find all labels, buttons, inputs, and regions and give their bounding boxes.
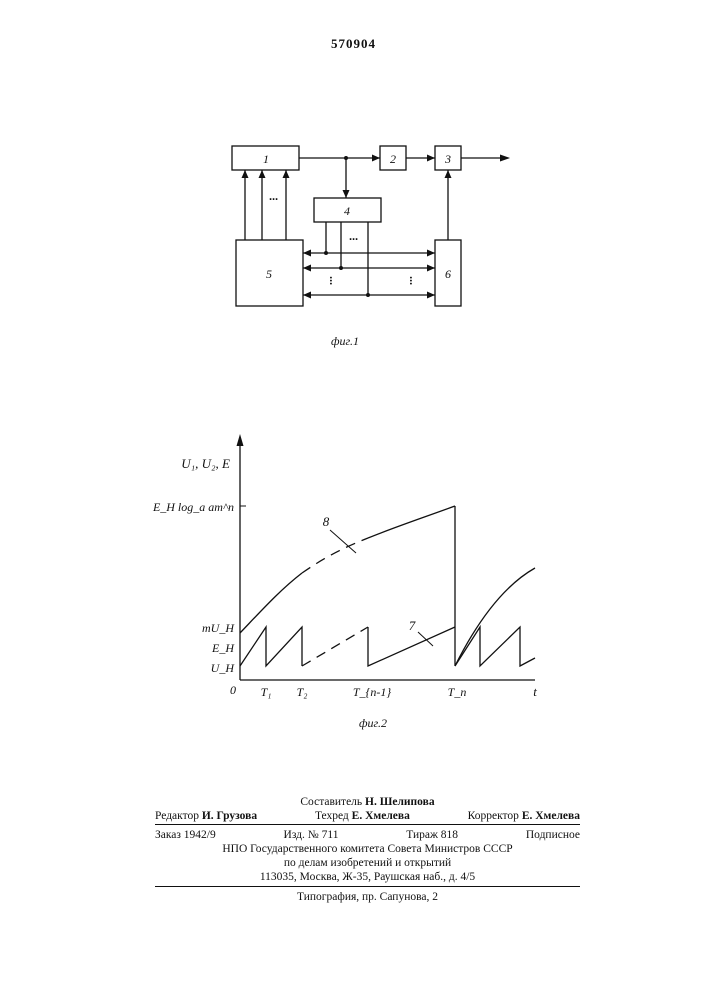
org-line-2: по делам изобретений и открытий [155, 856, 580, 870]
figure-1-caption: фиг.1 [331, 334, 359, 348]
figure-1-block-diagram: 1 2 3 4 5 6 ... ... ... ... фиг.1 [0, 0, 707, 360]
curve-7-label: 7 [409, 618, 416, 633]
x-tick-Tn: T_n [448, 685, 467, 699]
issue-number: Изд. № 711 [284, 828, 339, 842]
editor-label: Редактор [155, 810, 199, 822]
ellipsis-4-outputs: ... [350, 229, 359, 243]
curve-7-dashed [302, 627, 368, 666]
y-tick-Uh: U_H [211, 661, 236, 675]
compiler-line: Составитель Н. Шелипова [155, 795, 580, 809]
figure-2-plot: U₁, U₂, E E_H log_a am^n mU_H E_H U_H 0 … [0, 420, 707, 740]
imprint-block: Составитель Н. Шелипова Редактор И. Груз… [155, 795, 580, 904]
techred-label: Техред [315, 810, 349, 822]
corrector-label: Корректор [468, 810, 519, 822]
org-line-1: НПО Государственного комитета Совета Мин… [155, 842, 580, 856]
block-6-label: 6 [445, 267, 451, 281]
compiler-name: Н. Шелипова [365, 796, 435, 808]
subscription: Подписное [526, 828, 580, 842]
curve-8-leader [330, 530, 356, 553]
compiler-label: Составитель [300, 796, 362, 808]
block-5-label: 5 [266, 267, 272, 281]
origin-label: 0 [230, 683, 236, 697]
curve-8-part-1 [240, 573, 302, 633]
corrector-name: Е. Хмелева [522, 810, 580, 822]
curve-7-leader [418, 632, 433, 646]
ellipsis-5-to-1: ... [270, 189, 279, 203]
x-tick-Tn-1: T_{n-1} [353, 685, 391, 699]
y-tick-max: E_H log_a am^n [152, 500, 234, 514]
credits-line: Редактор И. Грузова Техред Е. Хмелева Ко… [155, 809, 580, 825]
curve-8-label: 8 [323, 514, 330, 529]
y-axis-label: U₁, U₂, E [181, 456, 230, 471]
y-tick-mUh: mU_H [202, 621, 235, 635]
block-2-label: 2 [390, 152, 396, 166]
block-4-label: 4 [344, 204, 350, 218]
curve-7-sawtooth-a [240, 627, 302, 666]
techred-name: Е. Хмелева [352, 810, 410, 822]
block-1-label: 1 [263, 152, 269, 166]
block-3-label: 3 [444, 152, 451, 166]
y-tick-Eh: E_H [211, 641, 235, 655]
org-line-3: 113035, Москва, Ж-35, Раушская наб., д. … [155, 870, 580, 887]
order-line: Заказ 1942/9 Изд. № 711 Тираж 818 Подпис… [155, 828, 580, 842]
ellipsis-left-vertical: ... [327, 277, 341, 286]
curve-7-sawtooth-c [455, 627, 535, 666]
order-number: Заказ 1942/9 [155, 828, 216, 842]
x-tick-T2: T₂ [297, 685, 308, 699]
x-tick-T1: T₁ [261, 685, 272, 699]
curve-8-part-2 [368, 506, 455, 538]
editor-name: И. Грузова [202, 810, 257, 822]
y-axis-arrow [237, 434, 244, 446]
print-run: Тираж 818 [406, 828, 458, 842]
curve-8-dashed [302, 538, 368, 573]
x-axis-label: t [533, 684, 537, 699]
figure-2-caption: фиг.2 [359, 716, 387, 730]
ellipsis-right-vertical: ... [407, 277, 421, 286]
printer-line: Типография, пр. Сапунова, 2 [155, 890, 580, 904]
